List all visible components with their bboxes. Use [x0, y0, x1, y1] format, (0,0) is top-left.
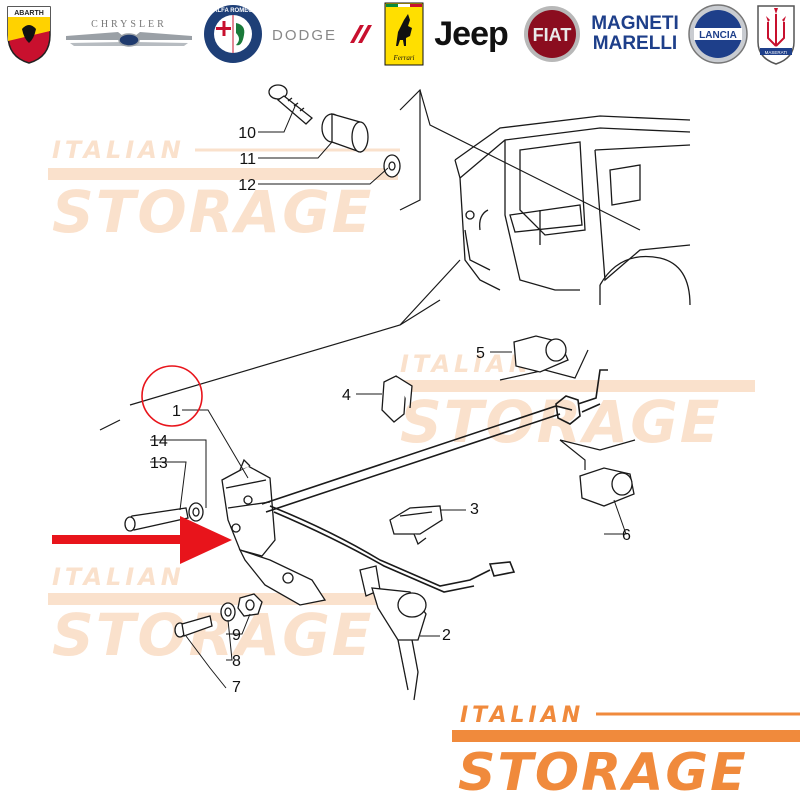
- callout-2: 2: [442, 627, 451, 644]
- callout-5: 5: [476, 345, 485, 362]
- watermark-1-bottom: STORAGE: [52, 178, 373, 246]
- fiat-logo: FIAT: [522, 2, 582, 66]
- jeep-logo: Jeep: [428, 2, 514, 66]
- watermark-3-bottom: STORAGE: [52, 601, 373, 669]
- part-9-nut: [237, 593, 263, 617]
- callout-12: 12: [238, 177, 256, 194]
- car-leader-lines: [99, 88, 641, 431]
- watermark-main-bottom: STORAGE: [458, 743, 748, 800]
- part-4-clip: [381, 375, 413, 423]
- ferrari-logo-text: Ferrari: [393, 54, 415, 62]
- linkage-rods: [261, 369, 608, 593]
- watermark-1-top: ITALIAN: [52, 136, 185, 164]
- callout-3: 3: [470, 501, 479, 518]
- part-5-clip: [513, 335, 569, 373]
- fiat-logo-text: FIAT: [533, 25, 572, 45]
- rod-guides: [499, 349, 636, 470]
- part-14-washer: [188, 502, 204, 522]
- car-illustration: [454, 115, 691, 306]
- alfa-romeo-logo: ALFA ROMEO: [202, 2, 264, 66]
- part-1-latch: [221, 458, 327, 606]
- maserati-logo-text: MASERATI: [765, 50, 788, 55]
- chrysler-logo-text: CHRYSLER: [91, 19, 167, 30]
- callout-10: 10: [238, 125, 256, 142]
- alfa-romeo-logo-text: ALFA ROMEO: [213, 8, 253, 14]
- highlight-circle: [141, 365, 203, 427]
- callout-7: 7: [232, 679, 241, 696]
- callout-1: 1: [172, 403, 181, 420]
- magneti-marelli-logo-line2: MARELLI: [592, 33, 678, 54]
- part-3-handle: [389, 505, 443, 546]
- part-10-screw: [268, 84, 313, 125]
- abarth-logo: ABARTH: [2, 2, 56, 66]
- abarth-logo-text: ABARTH: [14, 10, 44, 17]
- watermark-2: ITALIAN STORAGE: [395, 350, 755, 456]
- highlight-arrow: [52, 516, 232, 564]
- callout-8: 8: [232, 653, 241, 670]
- watermark-main-top: ITALIAN: [460, 703, 584, 728]
- watermark-main: ITALIAN STORAGE: [452, 703, 800, 800]
- lancia-logo-text: LANCIA: [699, 30, 737, 41]
- chrysler-logo: CHRYSLER: [62, 2, 196, 66]
- magneti-marelli-logo-line1: MAGNETI: [591, 13, 679, 34]
- watermark-2-top: ITALIAN: [400, 350, 533, 378]
- part-8-washer: [220, 602, 236, 622]
- callout-11: 11: [239, 151, 256, 168]
- callout-14: 14: [150, 433, 168, 450]
- part-13-bolt: [124, 507, 189, 532]
- callout-13: 13: [150, 455, 168, 472]
- jeep-logo-text: Jeep: [434, 14, 508, 53]
- brand-logo-strip: ABARTH CHRYSLER ALFA ROMEO DODGE: [0, 0, 800, 70]
- callout-leaders: [150, 103, 627, 689]
- watermark-3-top: ITALIAN: [52, 563, 185, 591]
- part-12-washer: [383, 154, 401, 178]
- magneti-marelli-logo: MAGNETI MARELLI: [588, 2, 682, 66]
- watermark-3: ITALIAN STORAGE: [48, 563, 398, 669]
- dodge-logo-text: DODGE: [272, 27, 337, 44]
- callout-6: 6: [622, 527, 631, 544]
- callout-4: 4: [342, 387, 351, 404]
- part-7-bolt: [174, 615, 213, 638]
- watermark-1: ITALIAN STORAGE: [48, 136, 400, 246]
- part-6-clip: [579, 467, 635, 507]
- lancia-logo: LANCIA: [686, 2, 750, 66]
- callout-9: 9: [232, 627, 241, 644]
- watermark-2-bottom: STORAGE: [400, 388, 721, 456]
- ferrari-logo: Ferrari: [384, 2, 424, 66]
- part-2-actuator: [359, 565, 427, 701]
- maserati-logo: MASERATI: [754, 2, 798, 66]
- dodge-logo: DODGE: [270, 2, 378, 66]
- part-11-bushing: [321, 113, 369, 153]
